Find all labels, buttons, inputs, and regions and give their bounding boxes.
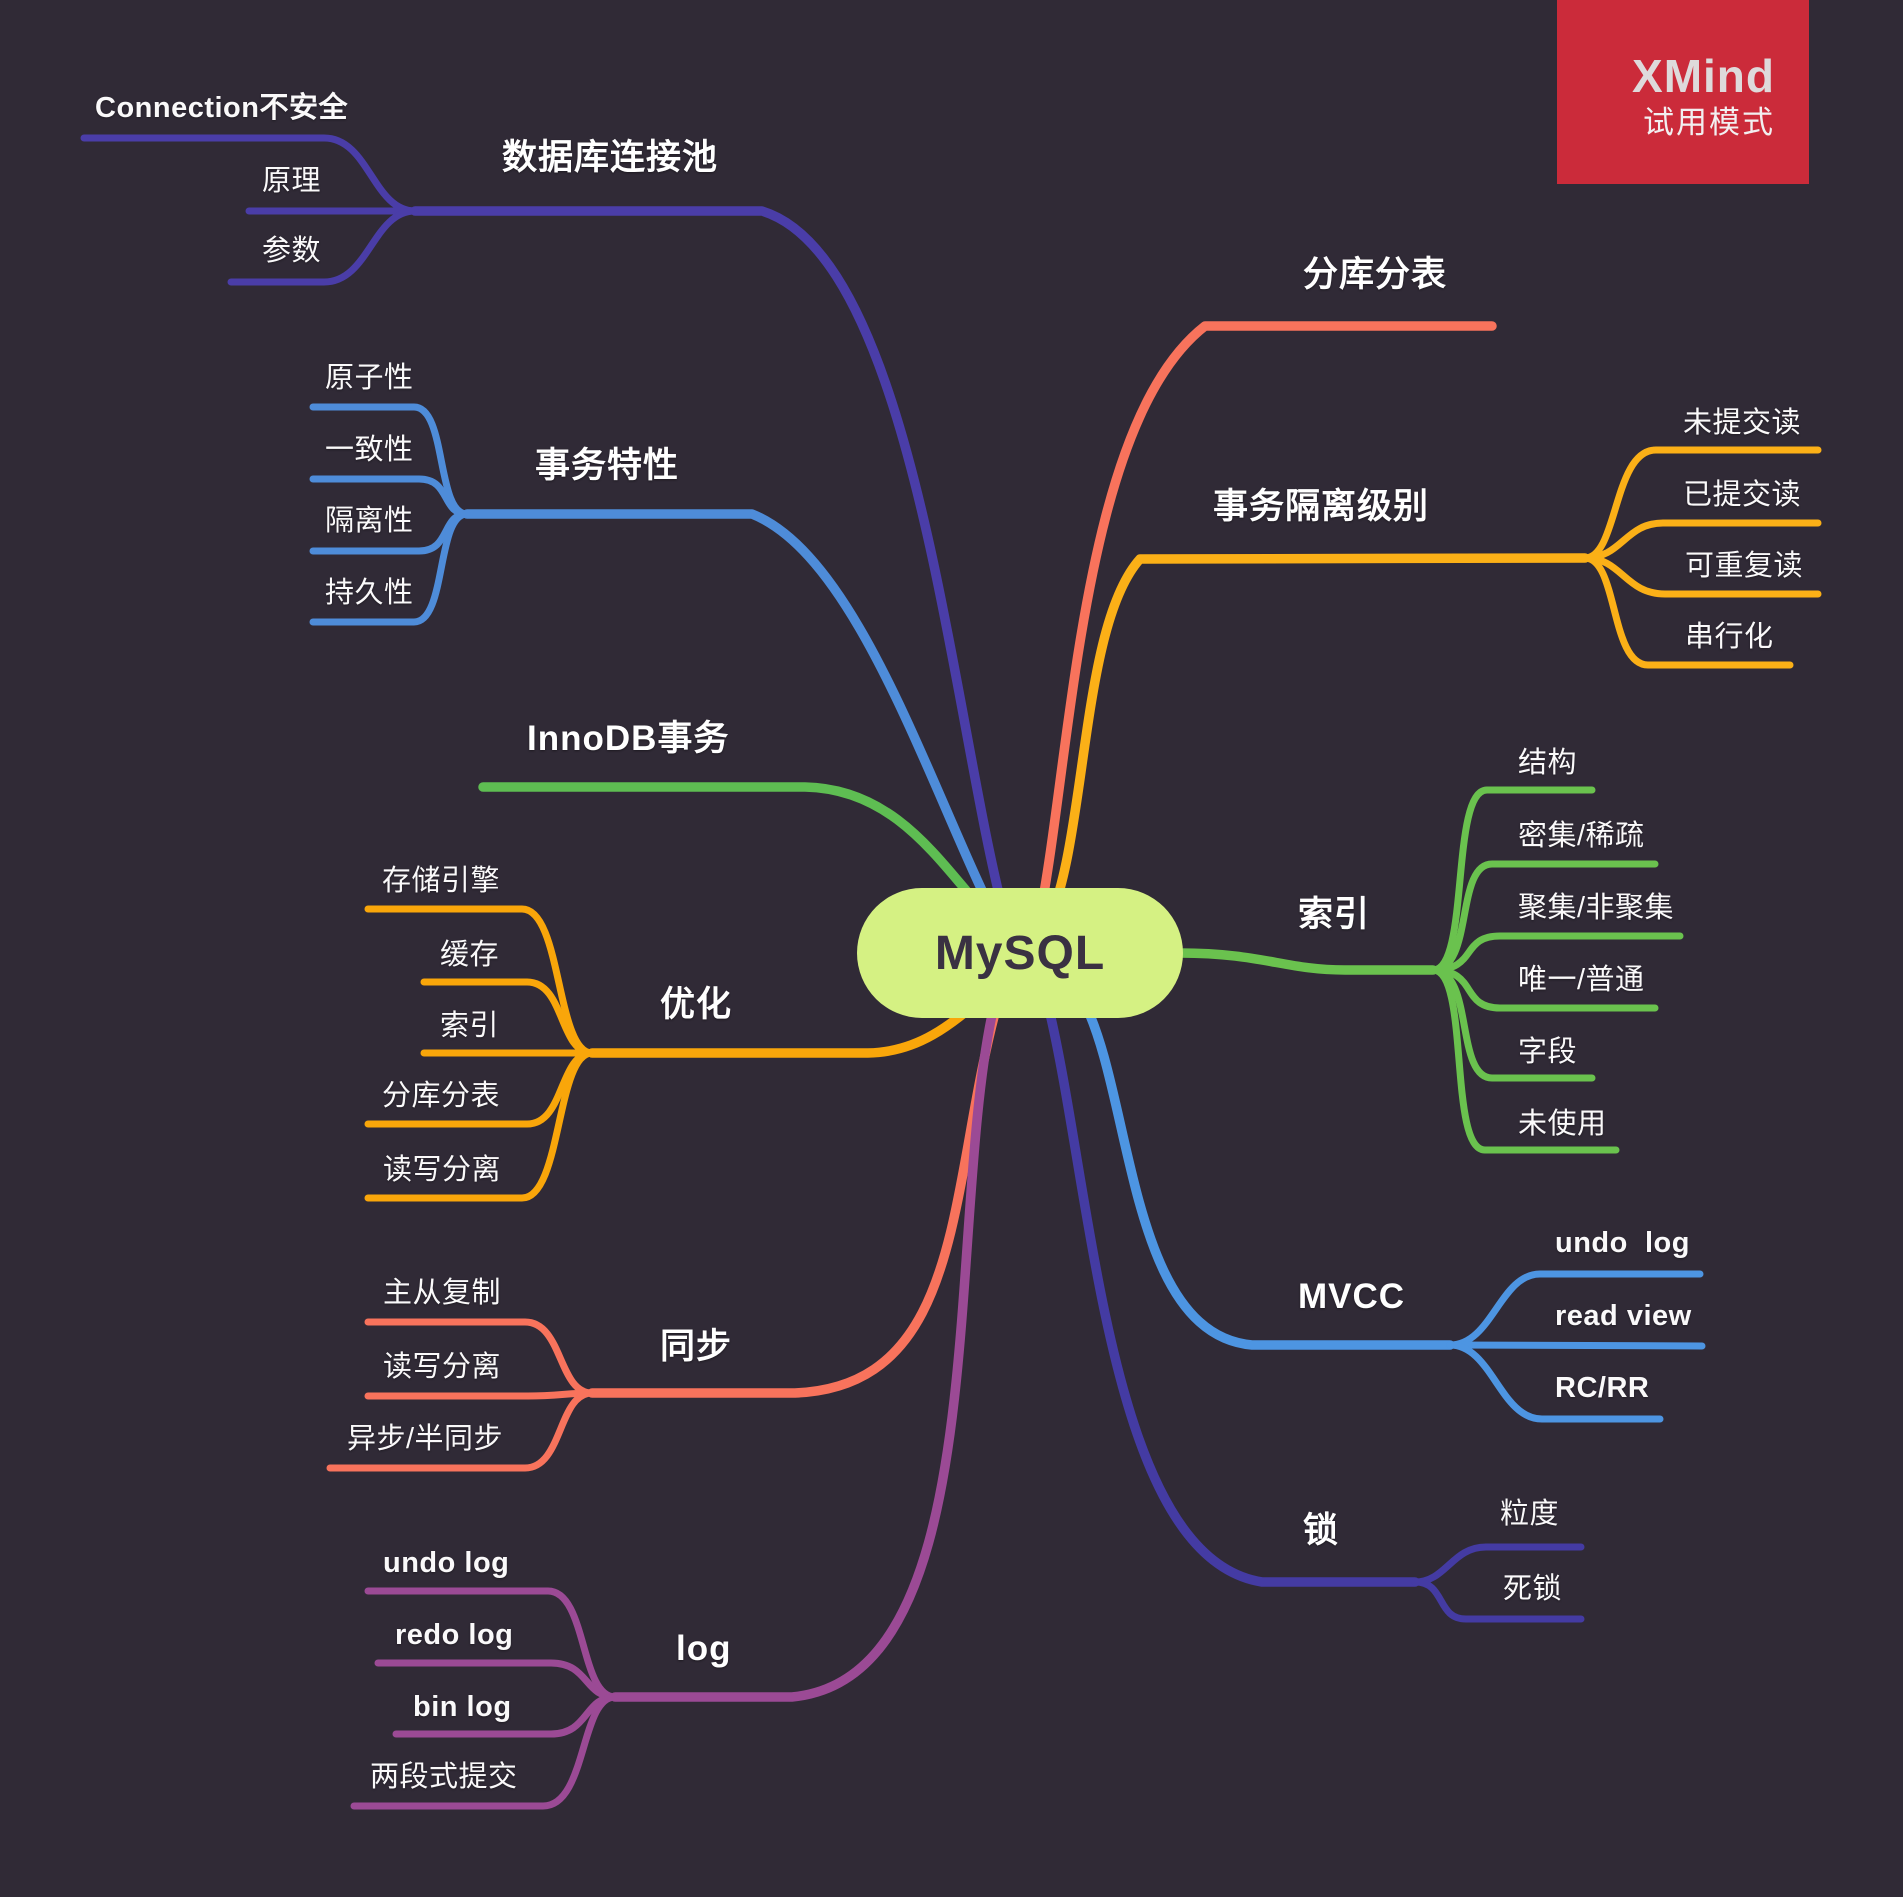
branch-conn-pool-child-0 xyxy=(80,134,419,215)
node-isolation[interactable]: 隔离性 xyxy=(325,505,414,537)
branch-index-child-1 xyxy=(1429,860,1659,974)
branch-isolation-child-3 xyxy=(1581,554,1794,669)
branch-tx-traits-trunk xyxy=(462,509,1008,938)
branch-log-child-3 xyxy=(350,1693,619,1810)
topic-transaction-properties[interactable]: 事务特性 xyxy=(535,446,680,485)
branch-index-child-0 xyxy=(1429,786,1596,974)
branch-sync-child-0 xyxy=(364,1318,596,1397)
node-master-slave-replication[interactable]: 主从复制 xyxy=(383,1277,502,1309)
node-durability[interactable]: 持久性 xyxy=(325,577,414,609)
branch-lock-trunk xyxy=(1043,1000,1420,1587)
node-mvcc-undo-log[interactable]: undo log xyxy=(1555,1227,1690,1259)
xmind-trial-watermark: XMind 试用模式 xyxy=(1557,0,1809,184)
node-opt-rw-split[interactable]: 读写分离 xyxy=(383,1154,502,1186)
node-principle[interactable]: 原理 xyxy=(262,165,322,197)
branch-sync-child-1 xyxy=(364,1389,596,1400)
branch-log-trunk xyxy=(610,1005,998,1702)
node-sync-rw-split[interactable]: 读写分离 xyxy=(383,1351,502,1383)
branch-optimization-child-4 xyxy=(364,1049,596,1202)
branch-sync-child-2 xyxy=(326,1389,596,1472)
topic-lock[interactable]: 锁 xyxy=(1303,1511,1340,1550)
root-topic-label: MySQL xyxy=(934,926,1106,980)
root-topic-mysql[interactable]: MySQL xyxy=(857,888,1183,1018)
branch-index-trunk xyxy=(1175,948,1438,975)
node-bin-log[interactable]: bin log xyxy=(413,1691,512,1723)
node-read-committed[interactable]: 已提交读 xyxy=(1683,479,1802,511)
branch-conn-pool-child-2 xyxy=(227,207,419,286)
branch-isolation-child-0 xyxy=(1581,446,1822,562)
topic-sharding[interactable]: 分库分表 xyxy=(1303,255,1448,294)
topic-mvcc[interactable]: MVCC xyxy=(1298,1277,1406,1316)
node-atomicity[interactable]: 原子性 xyxy=(325,362,414,394)
topic-index[interactable]: 索引 xyxy=(1298,895,1371,934)
branch-mvcc-child-1 xyxy=(1446,1341,1706,1350)
node-deadlock[interactable]: 死锁 xyxy=(1503,1573,1563,1605)
node-clustered-nonclustered[interactable]: 聚集/非聚集 xyxy=(1518,892,1675,924)
branch-conn-pool-trunk xyxy=(410,206,1010,923)
node-cache[interactable]: 缓存 xyxy=(440,939,500,971)
node-mvcc-rc-rr[interactable]: RC/RR xyxy=(1555,1372,1650,1404)
node-two-phase-commit[interactable]: 两段式提交 xyxy=(370,1761,518,1793)
topic-log[interactable]: log xyxy=(676,1629,732,1668)
topic-innodb-transaction[interactable]: InnoDB事务 xyxy=(527,719,730,758)
branch-tx-traits-child-3 xyxy=(309,510,471,626)
trial-mode-label: 试用模式 xyxy=(1643,105,1775,141)
xmind-logo-text: XMind xyxy=(1632,49,1775,102)
node-unused[interactable]: 未使用 xyxy=(1518,1108,1607,1140)
node-async-semisync[interactable]: 异步/半同步 xyxy=(347,1423,504,1455)
node-mvcc-read-view[interactable]: read view xyxy=(1555,1300,1692,1332)
node-structure[interactable]: 结构 xyxy=(1518,747,1578,779)
node-granularity[interactable]: 粒度 xyxy=(1500,1498,1560,1530)
topic-transaction-isolation-levels[interactable]: 事务隔离级别 xyxy=(1213,487,1430,526)
node-repeatable-read[interactable]: 可重复读 xyxy=(1685,550,1804,582)
node-redo-log[interactable]: redo log xyxy=(395,1619,514,1651)
node-parameters[interactable]: 参数 xyxy=(262,235,322,267)
node-unique-normal[interactable]: 唯一/普通 xyxy=(1518,964,1645,996)
node-storage-engine[interactable]: 存储引擎 xyxy=(382,865,501,897)
branch-sync-trunk xyxy=(587,997,1003,1398)
branch-lock-child-1 xyxy=(1411,1578,1585,1623)
branch-sharding-trunk xyxy=(1035,321,1497,920)
topic-optimization[interactable]: 优化 xyxy=(660,985,733,1024)
node-dense-sparse[interactable]: 密集/稀疏 xyxy=(1518,820,1645,852)
branch-isolation-trunk xyxy=(1038,553,1590,938)
topic-sync[interactable]: 同步 xyxy=(660,1327,733,1366)
node-undo-log[interactable]: undo log xyxy=(383,1547,510,1579)
node-connection-unsafe[interactable]: Connection不安全 xyxy=(95,92,348,124)
branch-mvcc-child-2 xyxy=(1446,1341,1664,1423)
node-consistency[interactable]: 一致性 xyxy=(325,434,414,466)
branch-index-child-5 xyxy=(1429,966,1620,1154)
node-field[interactable]: 字段 xyxy=(1518,1036,1578,1068)
node-read-uncommitted[interactable]: 未提交读 xyxy=(1683,407,1802,439)
node-serializable[interactable]: 串行化 xyxy=(1685,621,1774,653)
topic-database-connection-pool[interactable]: 数据库连接池 xyxy=(502,138,719,177)
node-opt-index[interactable]: 索引 xyxy=(440,1010,500,1042)
branch-mvcc-trunk xyxy=(1078,995,1455,1350)
node-opt-sharding[interactable]: 分库分表 xyxy=(382,1080,501,1112)
